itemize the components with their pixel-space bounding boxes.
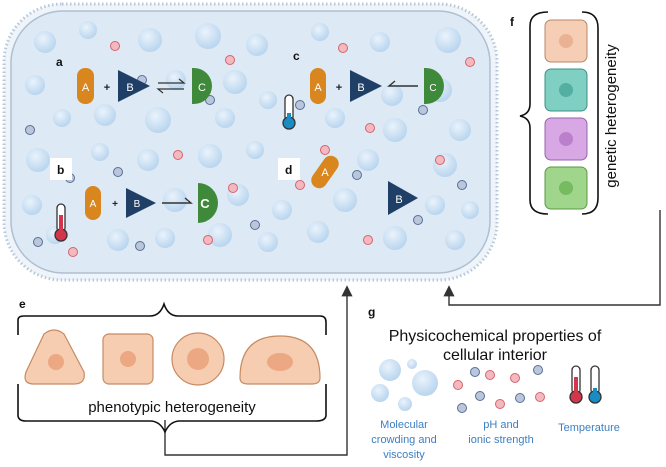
svg-text:B: B [126,82,133,94]
ph-caption-1: pH and [483,419,518,431]
phenotype-cell-dome [239,335,321,385]
panel-label-c: c [293,49,300,63]
panel-label-f: f [510,15,515,29]
svg-text:+: + [336,82,342,94]
svg-text:B: B [395,194,402,206]
g-title-line2: cellular interior [443,347,548,364]
phenotypic-heterogeneity-label: phenotypic heterogeneity [88,399,256,416]
svg-text:A: A [321,167,329,179]
crowding-caption-2: crowding and [371,434,436,446]
molecule-C [194,68,212,104]
thermometer-icons [569,365,602,404]
right-brace [581,11,599,215]
forward-arrow [162,197,193,204]
svg-text:A: A [314,82,322,94]
panel-d: d A B [278,155,418,215]
panel-label-g: g [368,305,375,319]
panel-f: f genetic heterogeneity [510,11,620,215]
negative-ions [25,75,467,251]
connector-arrows [164,210,661,456]
panel-label-b: b [57,163,64,177]
panel-c: c A + B C [282,49,444,130]
svg-text:A: A [90,199,97,210]
top-brace [17,301,327,335]
genetic-cell-4 [544,166,588,210]
genetic-cell-2 [544,68,588,112]
bottom-brace [17,384,327,434]
svg-text:+: + [104,82,110,94]
genetic-heterogeneity-label: genetic heterogeneity [603,44,620,188]
panel-label-d: d [285,163,292,177]
molecule-C [198,183,218,223]
phenotype-cell-triangle [24,329,85,385]
crowding-icon [371,359,438,411]
molecule-B [350,70,382,102]
molecule-B [126,188,156,218]
phenotype-cell-circle [171,332,225,386]
ph-caption-2: ionic strength [468,434,533,446]
molecule-C [426,68,444,104]
molecule-A [311,155,339,189]
svg-text:A: A [82,82,90,94]
ph-icon [453,365,545,413]
g-title-line1: Physicochemical properties of [389,328,602,345]
molecule-A [310,68,326,104]
svg-text:+: + [112,199,118,210]
phenotype-cell-square [102,333,154,385]
panel-e: e phenotypic heterogeneity [17,297,327,434]
molecule-A [85,186,101,220]
molecule-B [118,70,150,102]
panel-a: a A + B C [56,55,212,104]
thermometer-hot-icon [54,203,68,242]
svg-text:B: B [357,82,364,94]
svg-text:C: C [429,83,436,94]
genetic-cell-3 [544,117,588,161]
crowding-caption-1: Molecular [380,419,428,431]
temperature-caption: Temperature [558,422,620,434]
svg-text:C: C [200,196,210,211]
positive-ions [68,41,475,257]
thermometer-cold-icon [282,94,296,130]
ions [25,41,475,257]
svg-text:C: C [198,82,206,94]
panel-g: g Physicochemical properties of cellular… [368,305,620,461]
panel-label-e: e [19,297,26,311]
equilibrium-arrow [156,78,186,94]
genetic-cell-1 [544,19,588,63]
reverse-arrow [387,80,418,87]
svg-text:B: B [134,199,141,210]
molecule-A [77,68,94,104]
crowding-caption-3: viscosity [383,449,425,461]
left-brace [519,11,549,215]
panel-b: b A + B C [50,158,218,242]
molecule-B [388,181,418,215]
panel-label-a: a [56,55,63,69]
